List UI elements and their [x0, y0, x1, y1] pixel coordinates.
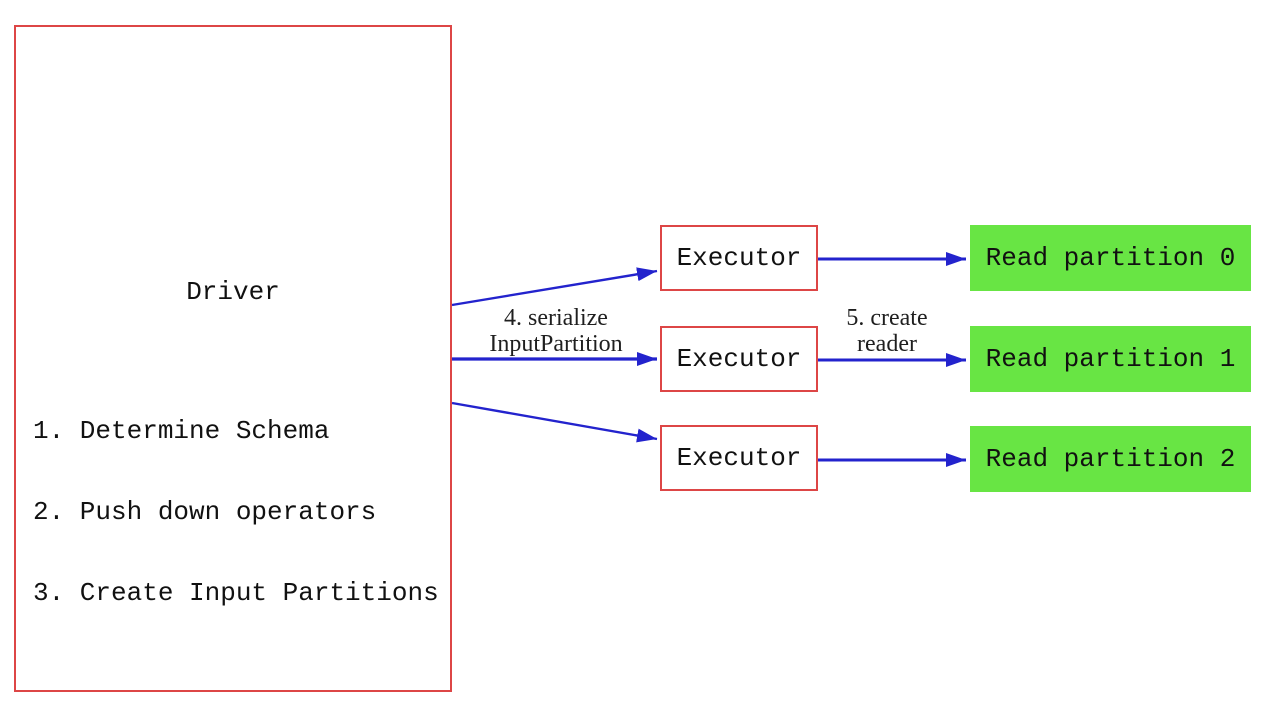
executor-box-2: Executor — [660, 326, 818, 392]
edge-label-serialize-line2: InputPartition — [489, 331, 623, 357]
executor-box-1: Executor — [660, 225, 818, 291]
executor-label-2: Executor — [676, 344, 802, 374]
partition-label-1: Read partition 1 — [985, 344, 1236, 374]
driver-title: Driver — [186, 277, 280, 307]
edge-label-reader-line1: 5. create — [846, 305, 928, 331]
arrow-driver-to-executor-3 — [451, 401, 658, 443]
partition-box-2: Read partition 2 — [970, 426, 1251, 492]
executor-box-3: Executor — [660, 425, 818, 491]
executor-label-1: Executor — [676, 243, 802, 273]
partition-label-0: Read partition 0 — [985, 243, 1236, 273]
driver-step-2: 2. Push down operators — [33, 497, 377, 527]
driver-step-3: 3. Create Input Partitions — [33, 578, 439, 608]
edge-label-create-reader: 5. create reader — [777, 305, 997, 357]
arrow-driver-to-executor-1 — [451, 267, 658, 307]
edge-label-serialize-inputpartition: 4. serialize InputPartition — [446, 305, 666, 357]
edge-label-serialize-line1: 4. serialize — [504, 305, 608, 331]
driver-steps: 1. Determine Schema 2. Push down operato… — [33, 364, 439, 661]
driver-box: Driver 1. Determine Schema 2. Push down … — [14, 25, 452, 692]
executor-label-3: Executor — [676, 443, 802, 473]
partition-box-1: Read partition 1 — [970, 326, 1251, 392]
partition-box-0: Read partition 0 — [970, 225, 1251, 291]
partition-label-2: Read partition 2 — [985, 444, 1236, 474]
driver-step-1: 1. Determine Schema — [33, 416, 330, 446]
edge-label-reader-line2: reader — [857, 331, 917, 357]
